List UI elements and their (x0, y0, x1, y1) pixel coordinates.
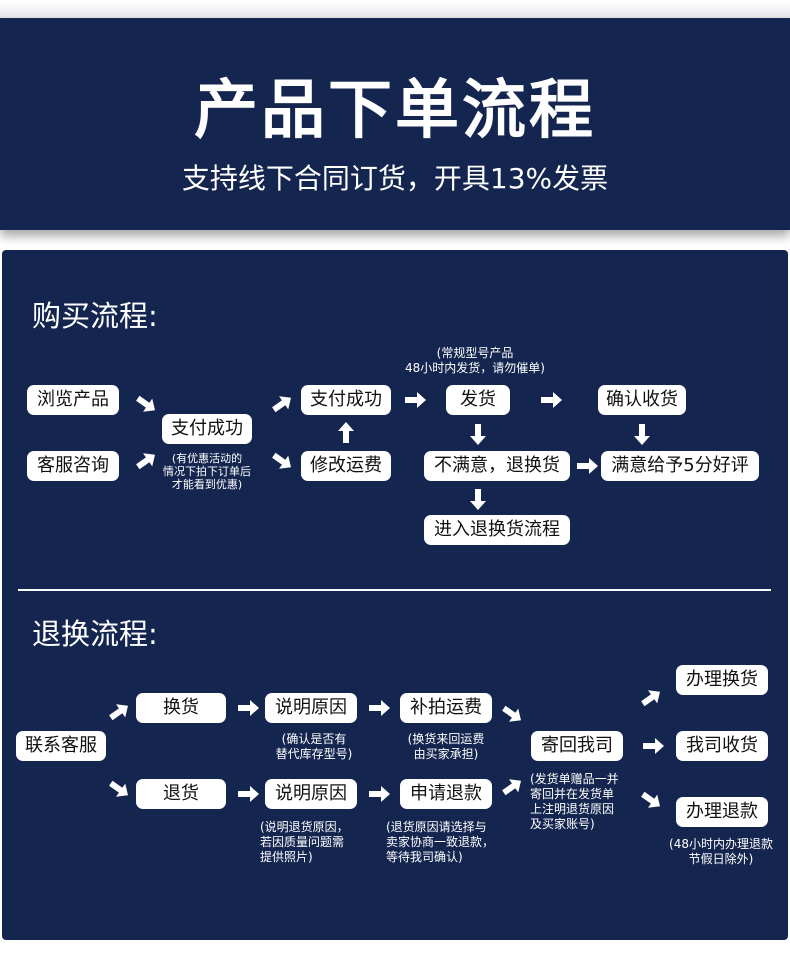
extra-shipping-box: 补拍运费 (400, 693, 492, 723)
satisfied-review-box: 满意给予5分好评 (601, 451, 759, 481)
header-banner: 产品下单流程 支持线下合同订货，开具13%发票 (0, 18, 790, 230)
arrow-down-right-icon (272, 452, 292, 469)
arrow-up-right-icon (109, 704, 129, 721)
arrow-down-right-icon (136, 395, 156, 412)
handle-exchange-box: 办理换货 (676, 665, 768, 695)
send-back-box: 寄回我司 (531, 731, 623, 761)
explain-reason-box-2: 说明原因 (265, 779, 357, 809)
handle-refund-box: 办理退款 (676, 797, 768, 827)
return-reason-note: (说明退货原因， 若因质量问题需 提供照片) (260, 820, 349, 864)
arrow-up-right-icon (136, 453, 156, 470)
confirm-receipt-box: 确认收货 (598, 385, 686, 415)
modify-shipping-box: 修改运费 (301, 451, 391, 481)
browse-products-box: 浏览产品 (27, 385, 119, 415)
arrow-down-icon (470, 424, 486, 445)
explain-reason-box-1: 说明原因 (265, 693, 357, 723)
arrow-right-icon (577, 458, 598, 474)
arrow-down-right-icon (641, 791, 661, 808)
arrow-right-icon (238, 786, 259, 802)
arrow-right-icon (369, 700, 390, 716)
arrow-up-icon (338, 422, 354, 443)
refund-time-note: (48小时内办理退款 节假日除外) (669, 837, 773, 866)
arrow-down-right-icon (109, 780, 129, 797)
return-box: 退货 (136, 779, 226, 809)
arrow-right-icon (643, 738, 664, 754)
contact-service-box: 联系客服 (16, 731, 106, 761)
arrow-down-right-icon (502, 705, 522, 722)
top-strip (0, 0, 790, 18)
flow-panel (2, 250, 788, 940)
arrow-right-icon (369, 786, 390, 802)
enter-return-flow-box: 进入退换货流程 (424, 515, 570, 545)
page-subtitle: 支持线下合同订货，开具13%发票 (181, 162, 609, 195)
confirm-stock-note: (确认是否有 替代库存型号) (275, 732, 353, 761)
payment-success-box-1: 支付成功 (162, 414, 252, 444)
ship-box: 发货 (446, 385, 510, 415)
arrow-right-icon (541, 392, 562, 408)
send-back-note: (发货单赠品一并 寄回并在发货单 上注明退货原因 及买家账号) (530, 772, 619, 831)
arrow-right-icon (405, 392, 426, 408)
arrow-down-icon (470, 489, 486, 510)
arrow-right-icon (238, 700, 259, 716)
arrow-up-right-icon (272, 396, 292, 413)
agree-refund-note: (退货原因请选择与 卖家协商一致退款， 等待我司确认) (386, 820, 495, 864)
page-title: 产品下单流程 (194, 74, 596, 148)
promotion-note: (有优惠活动的 情况下拍下订单后 才能看到优惠) (163, 452, 251, 491)
company-received-box: 我司收货 (676, 731, 768, 761)
unsatisfied-box: 不满意，退换货 (424, 451, 570, 481)
refund-request-box: 申请退款 (400, 779, 492, 809)
ship-time-note: (常规型号产品 48小时内发货，请勿催单) (405, 346, 545, 375)
arrow-up-right-icon (502, 779, 522, 796)
purchase-section-title: 购买流程: (32, 299, 158, 333)
returns-section-title: 退换流程: (32, 617, 158, 651)
arrow-down-icon (634, 424, 650, 445)
section-divider (18, 589, 771, 591)
arrow-up-right-icon (641, 690, 661, 707)
payment-success-box-2: 支付成功 (301, 385, 391, 415)
exchange-box: 换货 (136, 693, 226, 723)
customer-service-box: 客服咨询 (27, 451, 119, 481)
shipping-cost-note: (换货来回运费 由买家承担) (407, 732, 485, 761)
